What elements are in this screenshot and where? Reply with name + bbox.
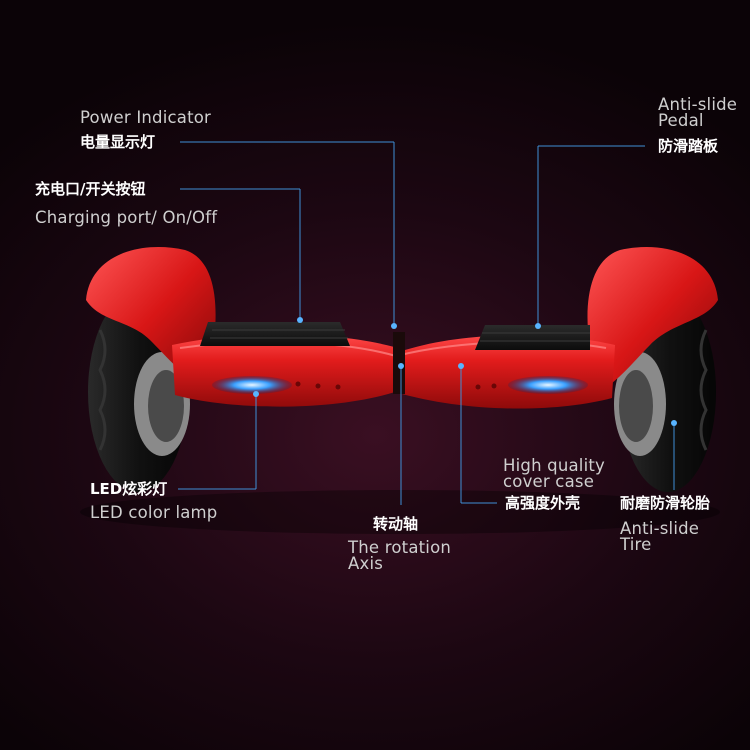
rotation-axis-label-en-2: Axis (348, 554, 384, 573)
led-lamp-label-en: LED color lamp (90, 503, 218, 522)
power-indicator-label-en: Power Indicator (80, 108, 212, 127)
anti-slide-pedal-label-zh: 防滑踏板 (658, 137, 719, 155)
charging-port-label-en: Charging port/ On/Off (35, 208, 218, 227)
anti-slide-tire-label-zh: 耐磨防滑轮胎 (620, 494, 711, 512)
anti-slide-tire-label-en-1: Anti-slide (620, 519, 700, 538)
rotation-axis-label-en-1: The rotation (348, 538, 452, 557)
charging-port-label-zh: 充电口/开关按钮 (35, 180, 146, 198)
anti-slide-pedal-label-en-1: Anti-slide (658, 95, 738, 114)
left-led-light (212, 376, 292, 394)
right-led-light (508, 376, 588, 394)
cover-case-label-zh: 高强度外壳 (505, 494, 581, 512)
anti-slide-tire-label-en-2: Tire (620, 535, 652, 554)
anti-slide-pedal-label-en-2: Pedal (658, 111, 704, 130)
cover-case-label-en-2: cover case (503, 472, 595, 491)
left-foot-pad (200, 322, 350, 346)
center-rotation-joint (393, 332, 405, 394)
floor-shadow (80, 490, 720, 534)
rotation-axis-label-zh: 转动轴 (373, 515, 419, 533)
power-indicator-label-zh: 电量显示灯 (80, 133, 156, 151)
right-fender (587, 247, 718, 395)
right-wheel (614, 292, 716, 492)
right-foot-pad (475, 325, 590, 350)
cover-case-label-en-1: High quality (503, 456, 606, 475)
led-lamp-label-zh: LED炫彩灯 (90, 480, 168, 498)
